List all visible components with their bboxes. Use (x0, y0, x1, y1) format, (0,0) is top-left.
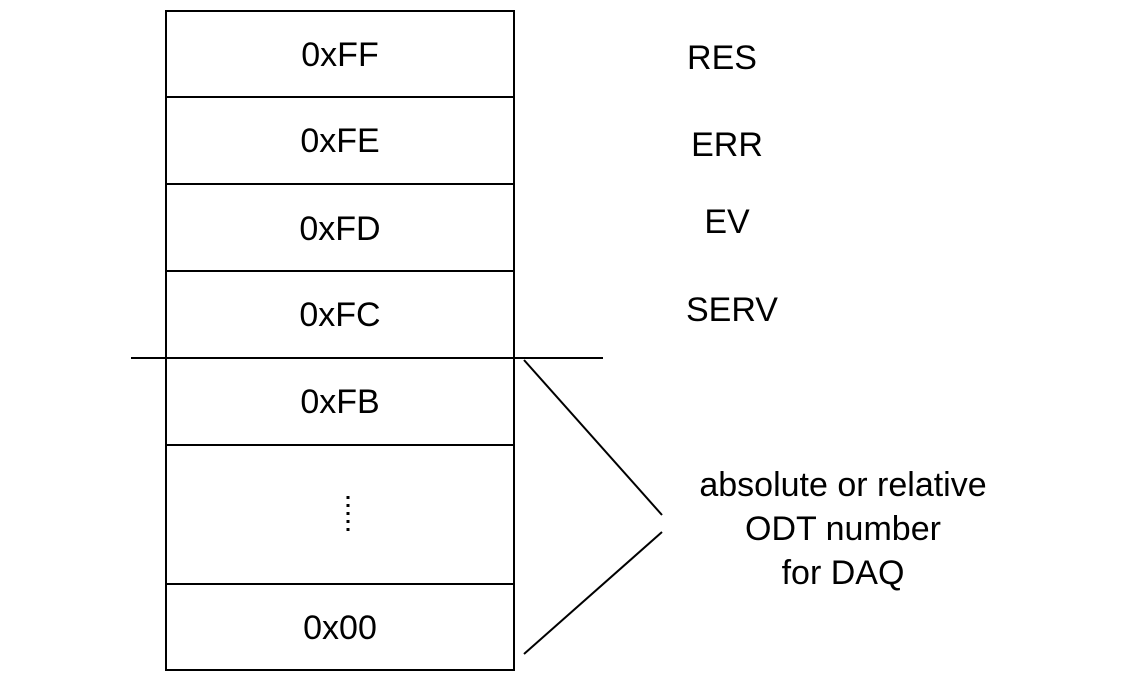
cell-0xfc: 0xFC (165, 270, 515, 359)
label-err: ERR (691, 126, 763, 164)
cell-0xfe: 0xFE (165, 96, 515, 185)
cell-ellipsis (165, 444, 515, 585)
bracket-lower-line (523, 531, 663, 655)
cell-0xfb-value: 0xFB (300, 383, 379, 421)
cell-0xfb: 0xFB (165, 357, 515, 446)
cell-0xfe-box (165, 96, 515, 185)
odt-note: absolute or relative ODT number for DAQ (699, 466, 986, 592)
cell-0x00: 0x00 (165, 583, 515, 671)
cell-0xfd-value: 0xFD (299, 210, 380, 248)
label-ev: EV (704, 203, 750, 241)
label-res: RES (687, 39, 757, 77)
cell-0x00-box (165, 583, 515, 671)
odt-note-line-1: absolute or relative (699, 466, 986, 504)
cell-0xfe-value: 0xFE (300, 122, 379, 160)
cell-0xfc-box (165, 270, 515, 359)
cell-0xff-value: 0xFF (301, 36, 378, 74)
odt-note-line-3: for DAQ (782, 554, 905, 592)
cell-0xfc-value: 0xFC (299, 296, 380, 334)
cell-0xfd-box (165, 183, 515, 272)
cell-0xfd: 0xFD (165, 183, 515, 272)
cell-ellipsis-box (165, 444, 515, 585)
bracket-upper-line (523, 359, 663, 516)
cell-0x00-value: 0x00 (303, 609, 377, 647)
cell-0xff-box (165, 10, 515, 98)
label-serv: SERV (686, 291, 778, 329)
cell-0xff: 0xFF (165, 10, 515, 98)
odt-note-line-2: ODT number (745, 510, 941, 548)
